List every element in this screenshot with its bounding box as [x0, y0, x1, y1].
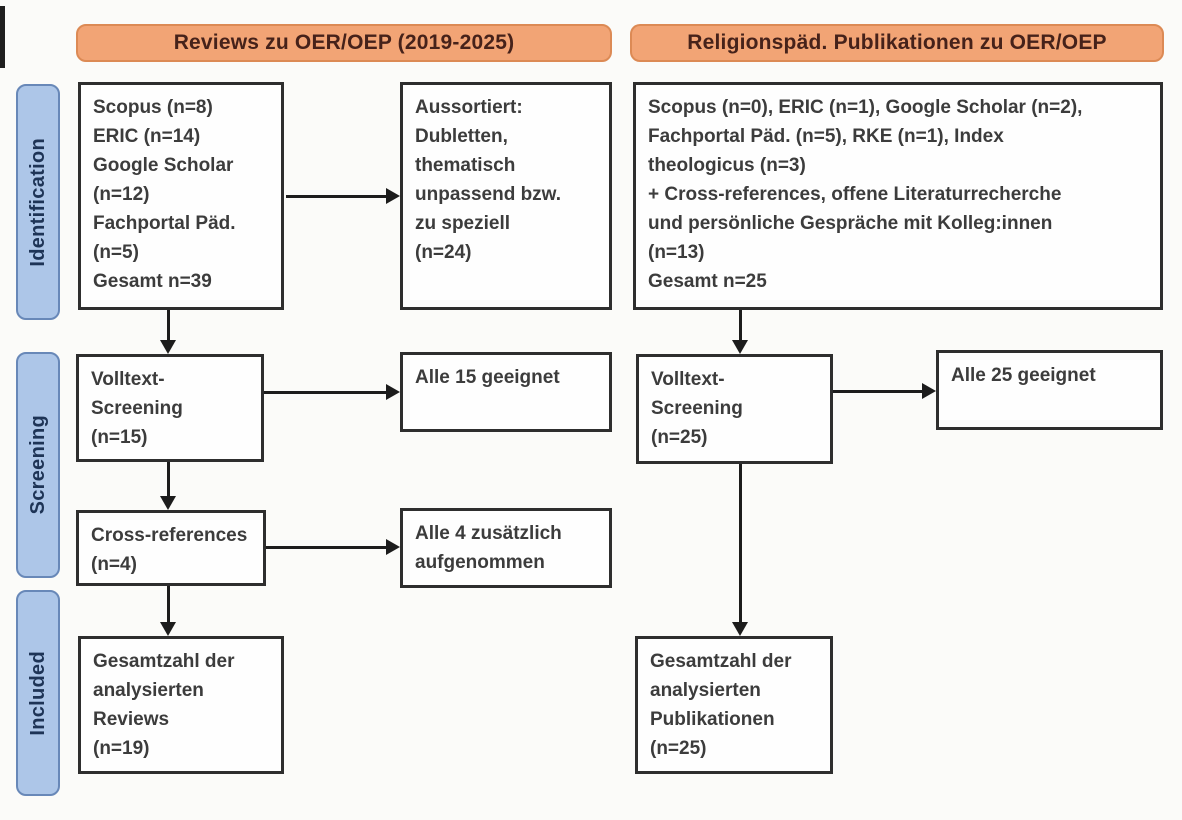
arrow-right-fulltext-to-result-left [264, 390, 386, 394]
arrow-right-sources-to-excluded [286, 194, 386, 198]
arrow-down-fulltext-to-total-right-head [732, 622, 748, 636]
box-right-total-included: Gesamtzahl der analysierten Publikatione… [635, 636, 833, 774]
arrow-right-sources-to-excluded-head [386, 188, 400, 204]
arrow-down-crossref-to-total-left-head [160, 622, 176, 636]
arrow-down-sources-to-fulltext-left [166, 310, 170, 340]
arrow-down-crossref-to-total-left [166, 586, 170, 622]
box-left-fulltext-result: Alle 15 geeignet [400, 352, 612, 432]
box-left-total-included: Gesamtzahl der analysierten Reviews (n=1… [78, 636, 284, 774]
arrow-right-crossref-to-result-head [386, 539, 400, 555]
box-right-sources: Scopus (n=0), ERIC (n=1), Google Scholar… [633, 82, 1163, 310]
arrow-down-sources-to-fulltext-right [738, 310, 742, 340]
column-header-religionspaed: Religionspäd. Publikationen zu OER/OEP [630, 24, 1164, 62]
box-right-fulltext-result: Alle 25 geeignet [936, 350, 1163, 430]
arrow-down-fulltext-to-crossref-head [160, 496, 176, 510]
arrow-right-fulltext-to-result-right [833, 389, 922, 393]
stage-label-identification-text: Identification [26, 137, 49, 267]
arrow-right-fulltext-to-result-right-head [922, 383, 936, 399]
box-left-crossreferences-result: Alle 4 zusätzlich aufgenommen [400, 508, 612, 588]
arrow-down-sources-to-fulltext-right-head [732, 340, 748, 354]
arrow-down-fulltext-to-total-right [738, 464, 742, 622]
scan-artifact-line [0, 6, 5, 68]
box-left-excluded: Aussortiert: Dubletten, thematisch unpas… [400, 82, 612, 310]
column-header-reviews: Reviews zu OER/OEP (2019-2025) [76, 24, 612, 62]
arrow-down-fulltext-to-crossref [166, 462, 170, 496]
stage-label-identification: Identification [16, 84, 60, 320]
stage-label-screening-text: Screening [26, 415, 49, 515]
box-left-sources: Scopus (n=8) ERIC (n=14) Google Scholar … [78, 82, 284, 310]
stage-label-included-text: Included [26, 650, 49, 736]
box-left-crossreferences: Cross-references (n=4) [76, 510, 266, 586]
arrow-right-fulltext-to-result-left-head [386, 384, 400, 400]
arrow-right-crossref-to-result [266, 545, 386, 549]
stage-label-screening: Screening [16, 352, 60, 578]
box-left-fulltext-screening: Volltext- Screening (n=15) [76, 354, 264, 462]
stage-label-included: Included [16, 590, 60, 796]
arrow-down-sources-to-fulltext-left-head [160, 340, 176, 354]
box-right-fulltext-screening: Volltext- Screening (n=25) [636, 354, 833, 464]
